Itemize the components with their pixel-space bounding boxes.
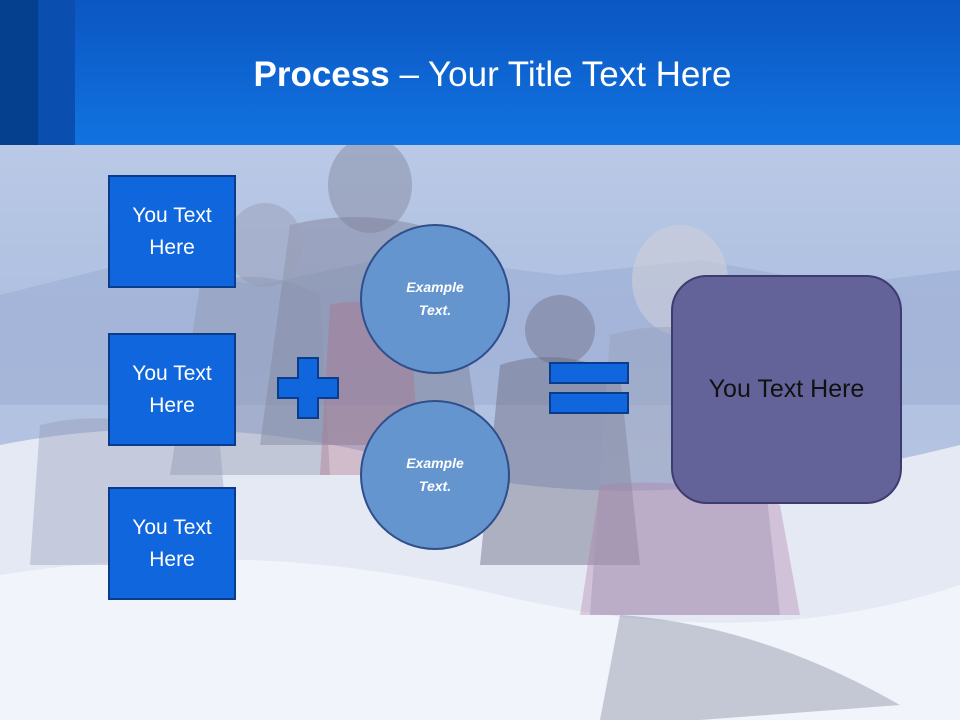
input-box-2[interactable]: You Text Here xyxy=(108,333,236,446)
input-box-3-label: You Text Here xyxy=(132,515,212,571)
example-circle-2[interactable]: Example Text. xyxy=(360,400,510,550)
input-box-2-label: You Text Here xyxy=(132,361,212,417)
equals-icon xyxy=(549,362,629,414)
slide-title[interactable]: Process – Your Title Text Here xyxy=(75,52,910,98)
header-accent-strip xyxy=(0,0,38,145)
example-circle-1[interactable]: Example Text. xyxy=(360,224,510,374)
header-accent-strip xyxy=(38,0,75,145)
input-box-3[interactable]: You Text Here xyxy=(108,487,236,600)
input-box-1-label: You Text Here xyxy=(132,203,212,259)
title-bold: Process xyxy=(253,55,390,94)
result-box[interactable]: You Text Here xyxy=(671,275,902,504)
result-box-label: You Text Here xyxy=(708,375,865,403)
example-circle-1-label: Example Text. xyxy=(406,279,464,318)
header-bar: Process – Your Title Text Here xyxy=(0,0,960,145)
plus-icon xyxy=(277,357,339,419)
input-box-1[interactable]: You Text Here xyxy=(108,175,236,288)
title-rest: – Your Title Text Here xyxy=(389,55,732,94)
example-circle-2-label: Example Text. xyxy=(406,455,464,494)
